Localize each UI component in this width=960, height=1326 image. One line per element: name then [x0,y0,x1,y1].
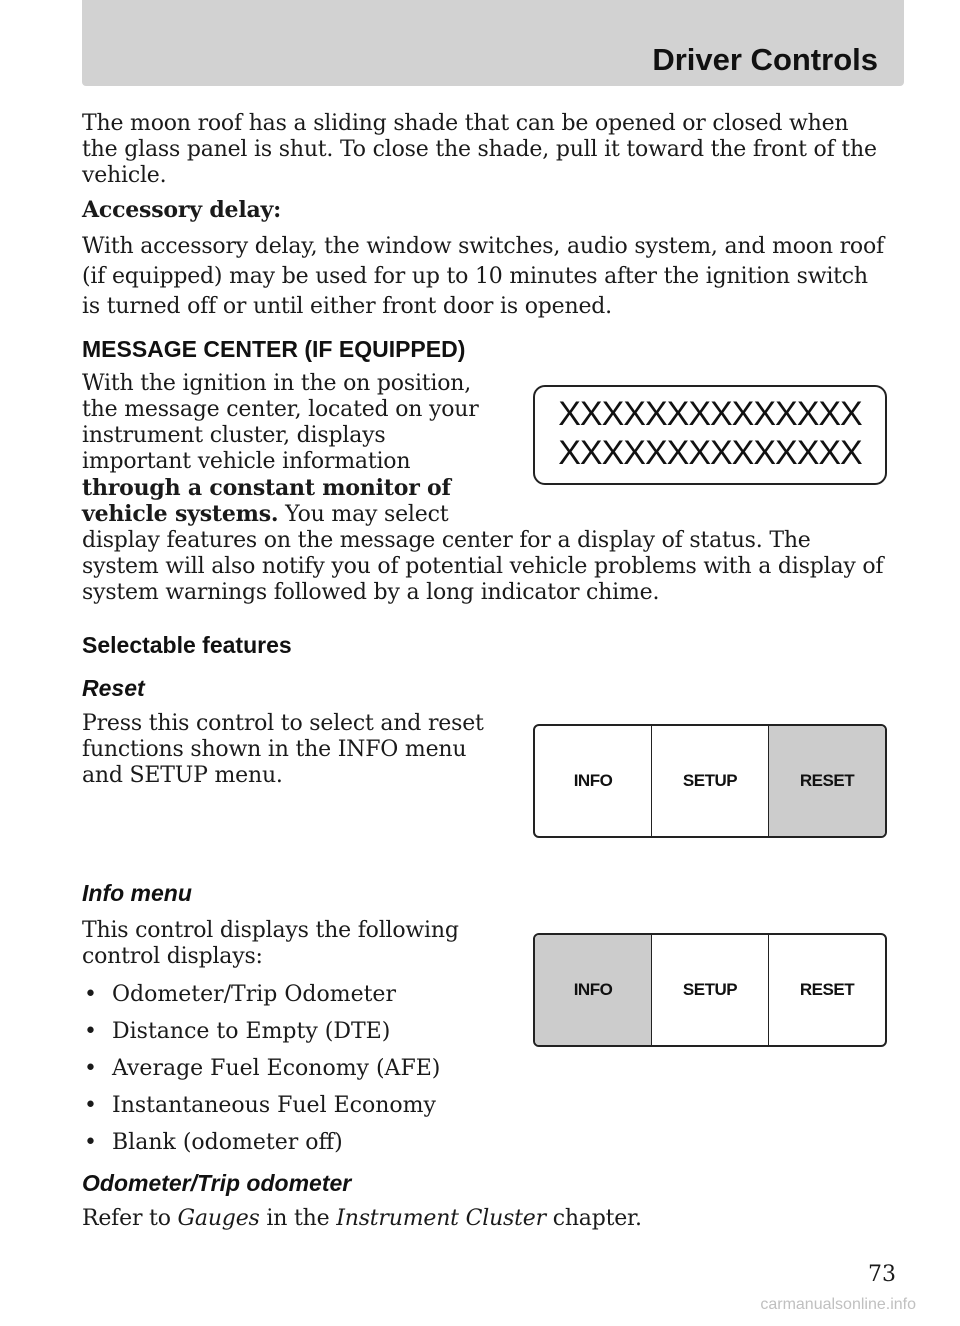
refer-text: in the [259,1206,337,1231]
message-center-line: the message center, located on your [82,397,479,422]
reset-button-panel: INFO SETUP RESET [533,724,887,838]
accessory-paragraph: With accessory delay, the window switche… [82,232,884,322]
display-line-1: XXXXXXXXXXXXXX [558,395,863,433]
info-menu-list: • Odometer/Trip Odometer • Distance to Emp… [82,976,440,1161]
message-center-line: With the ignition in the on position, [82,371,472,396]
list-item-text: Instantaneous Fuel Economy [112,1093,436,1118]
message-center-line: system will also notify you of potential… [82,554,884,579]
info-menu-line: control displays: [82,944,263,969]
selectable-features-heading: Selectable features [82,632,292,658]
reset-line: and SETUP menu. [82,763,283,788]
info-menu-line: This control displays the following [82,918,459,943]
reset-button[interactable]: RESET [799,980,855,999]
page-number: 73 [868,1262,896,1287]
watermark: carmanualsonline.info [760,1296,916,1313]
intro-line: The moon roof has a sliding shade that c… [82,111,849,136]
reset-line: Press this control to select and reset [82,711,484,736]
page-title: Driver Controls [652,42,878,77]
message-center-line: important vehicle information [82,449,411,474]
message-center-heading: MESSAGE CENTER (IF EQUIPPED) [82,336,466,362]
list-item-text: Blank (odometer off) [112,1130,343,1155]
setup-button[interactable]: SETUP [652,935,769,1045]
intro-paragraph: The moon roof has a sliding shade that c… [82,111,877,189]
intro-line: the glass panel is shut. To close the sh… [82,137,877,162]
refer-text: Refer to [82,1206,178,1231]
setup-button[interactable]: SETUP [652,726,769,836]
info-menu-heading: Info menu [82,880,192,906]
header-band: Driver Controls [82,0,904,86]
accessory-line: With accessory delay, the window switche… [82,234,884,259]
odometer-paragraph: Refer to Gauges in the Instrument Cluste… [82,1206,642,1232]
list-item-text: Distance to Empty (DTE) [112,1019,391,1044]
accessory-line: is turned off or until either front door… [82,294,612,319]
intro-line: vehicle. [82,163,167,188]
bullet: • [84,1130,97,1155]
reset-paragraph: Press this control to select and reset f… [82,711,484,789]
accessory-delay-heading: Accessory delay: [82,197,282,223]
message-center-display: XXXXXXXXXXXXXX XXXXXXXXXXXXXX [533,385,887,485]
instrument-cluster-reference: Instrument Cluster [336,1206,546,1231]
display-line-2: XXXXXXXXXXXXXX [558,434,863,472]
message-center-line: display features on the message center f… [82,528,811,553]
bullet: • [84,1019,97,1044]
info-button[interactable]: INFO [535,726,652,836]
info-menu-paragraph: This control displays the following cont… [82,918,459,970]
bullet: • [84,1093,97,1118]
message-center-line: system warnings followed by a long indic… [82,580,660,605]
odometer-heading: Odometer/Trip odometer [82,1170,352,1196]
list-item: • Average Fuel Economy (AFE) [82,1050,440,1087]
message-center-line: vehicle systems. You may select [82,501,883,528]
info-button[interactable]: INFO [535,935,652,1045]
message-center-text: You may select [278,502,449,527]
list-item: • Blank (odometer off) [82,1124,440,1161]
list-item-text: Odometer/Trip Odometer [112,982,396,1007]
message-center-line: through a constant monitor of [82,475,451,501]
message-center-line: instrument cluster, displays [82,423,386,448]
bullet: • [84,982,97,1007]
reset-heading: Reset [82,675,145,701]
reset-line: functions shown in the INFO menu [82,737,467,762]
list-item-text: Average Fuel Economy (AFE) [112,1056,441,1081]
refer-text: chapter. [545,1206,642,1231]
list-item: • Distance to Empty (DTE) [82,1013,440,1050]
bullet: • [84,1056,97,1081]
reset-button[interactable]: RESET [769,726,885,836]
info-button-panel: INFO SETUP RESET [533,933,887,1047]
gauges-reference: Gauges [177,1206,260,1231]
emphasis-text: vehicle systems. [82,501,279,527]
message-center-paragraph: With the ignition in the on position, th… [82,371,884,606]
list-item: • Instantaneous Fuel Economy [82,1087,440,1124]
accessory-line: (if equipped) may be used for up to 10 m… [82,264,868,289]
list-item: • Odometer/Trip Odometer [82,976,440,1013]
